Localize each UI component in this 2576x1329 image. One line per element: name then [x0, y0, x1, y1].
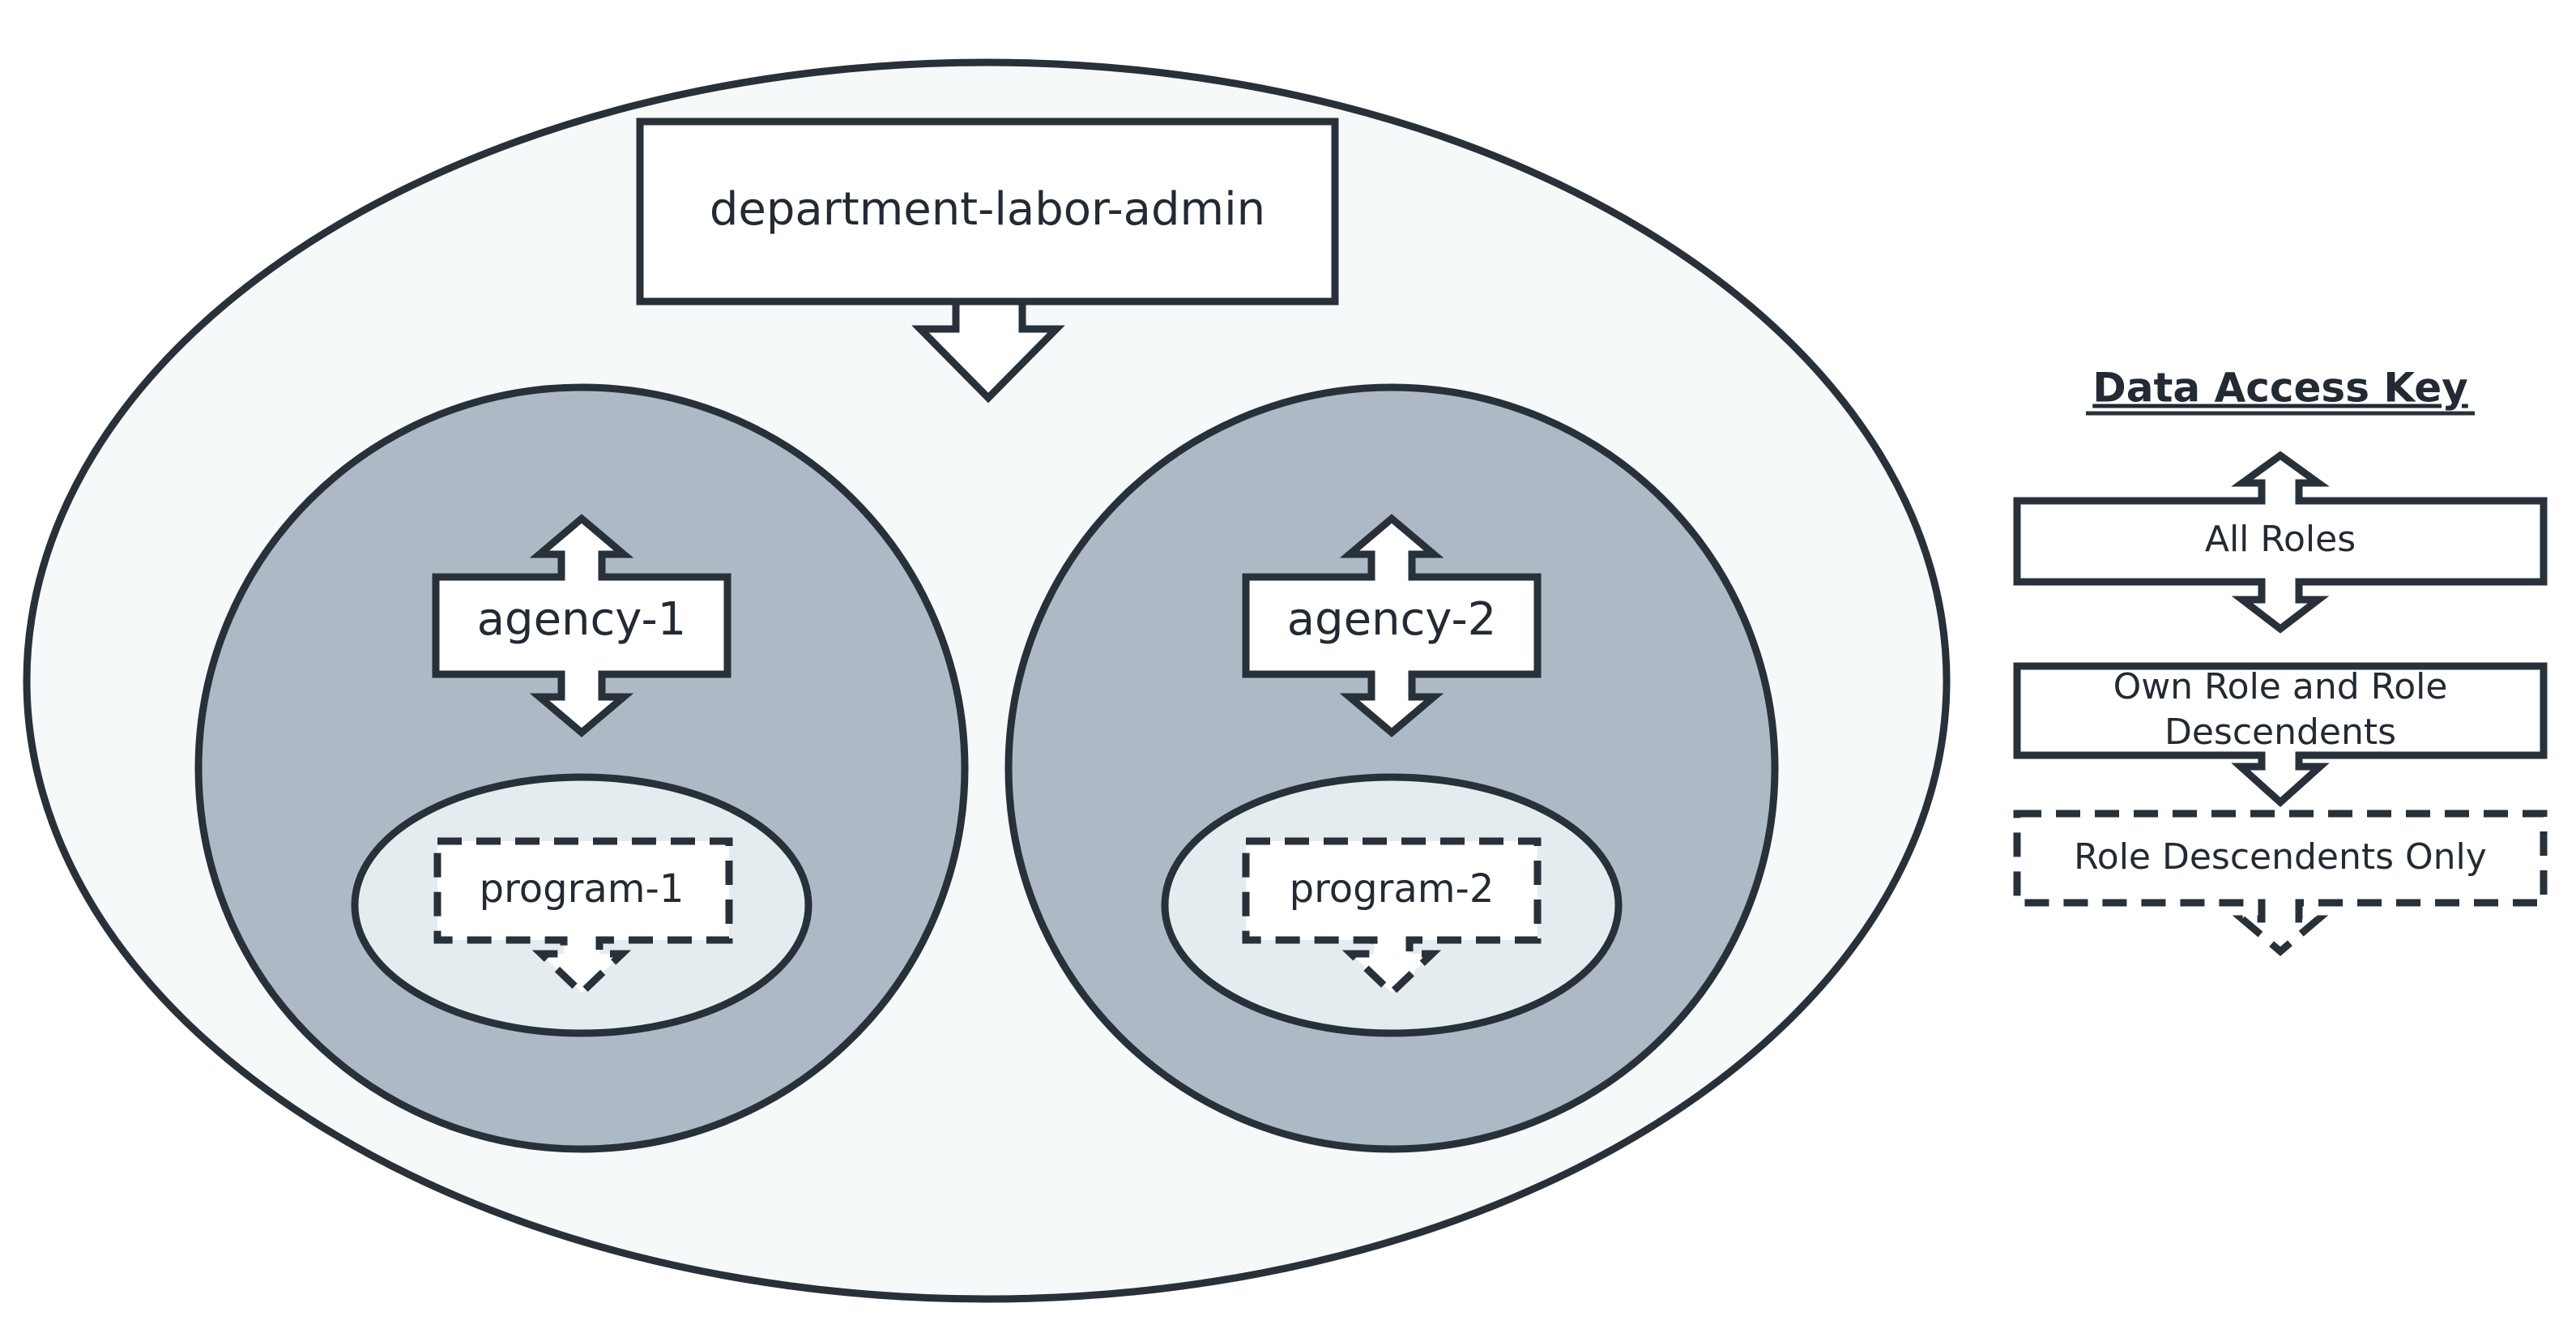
key-title: Data Access Key	[2092, 365, 2467, 412]
program-1-dashed-down-arrow-icon	[433, 837, 733, 998]
agency-2-bidirectional-arrow-icon	[1242, 514, 1542, 737]
key-descendents-only-label: Role Descendents Only	[2074, 836, 2487, 878]
agency-node-2: agency-2	[1242, 514, 1542, 737]
program-label-2: program-2	[1290, 866, 1495, 912]
program-node-1: program-1	[433, 837, 733, 998]
key-own-role-label-line2: Descendents	[2164, 712, 2396, 753]
key-own-role-down-arrow-icon	[2013, 662, 2548, 808]
key-descendents-only-dashed-down-arrow-icon	[2013, 810, 2548, 956]
agency-group-1: agency-1 program-1	[194, 383, 969, 1153]
department-label: department-labor-admin	[710, 183, 1265, 236]
department-box	[636, 118, 1339, 306]
program-label-1: program-1	[480, 866, 685, 912]
agency-label-1: agency-1	[477, 593, 687, 646]
program-2-dashed-down-arrow-icon	[1242, 837, 1542, 998]
agency-label-2: agency-2	[1287, 593, 1497, 646]
department-node: department-labor-admin	[636, 118, 1339, 404]
key-own-role-label-line1: Own Role and Role	[2113, 666, 2448, 707]
program-node-2: program-2	[1242, 837, 1542, 998]
department-down-arrow-icon	[911, 297, 1065, 404]
agency-1-bidirectional-arrow-icon	[432, 514, 731, 737]
key-all-roles-bidirectional-arrow-icon	[2013, 451, 2548, 634]
agency-node-1: agency-1	[432, 514, 731, 737]
data-access-key: Data Access Key All Roles Own Role and R…	[2013, 365, 2548, 956]
key-all-roles-label: All Roles	[2205, 519, 2356, 560]
agency-group-2: agency-2 program-2	[1004, 383, 1779, 1153]
